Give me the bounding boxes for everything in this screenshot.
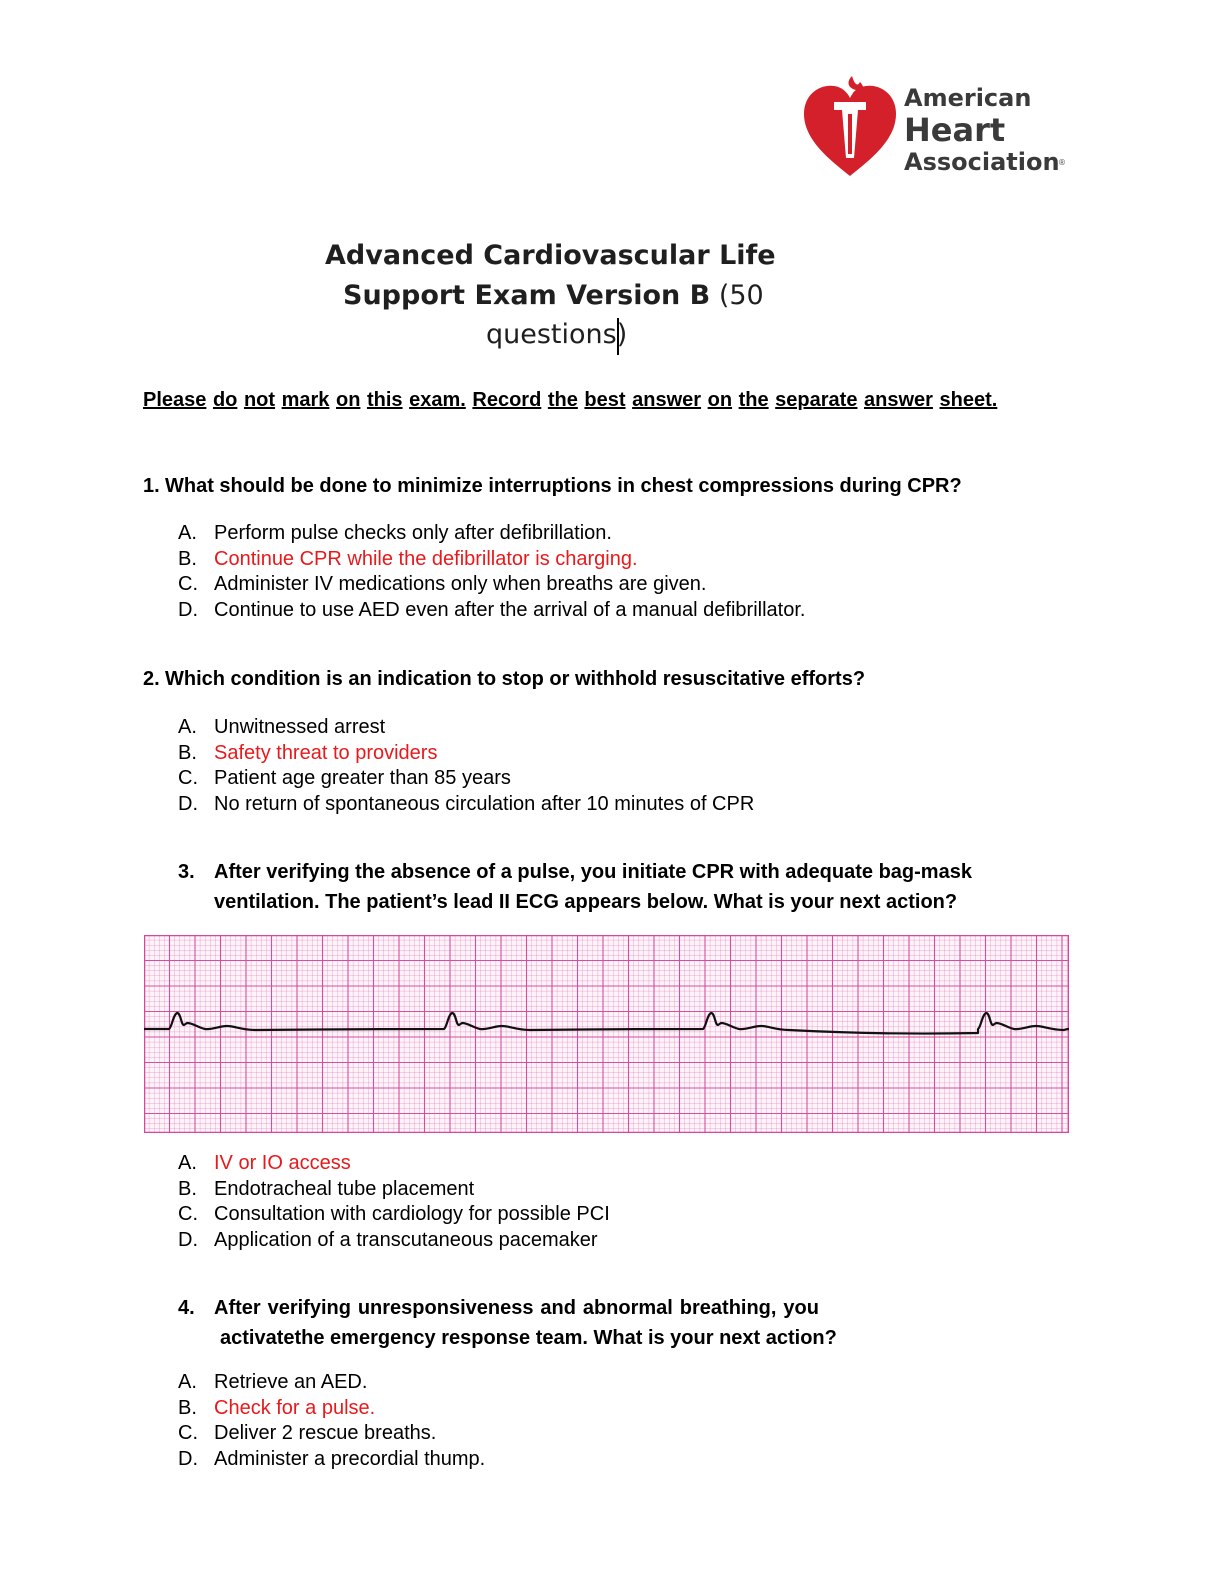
option-letter: A.: [178, 1371, 197, 1393]
question-text: ventilation. The patient’s lead II ECG a…: [214, 891, 958, 913]
exam-title-line1: Advanced Cardiovascular Life: [325, 240, 776, 271]
answer-option: D. No return of spontaneous circulation a…: [178, 792, 754, 817]
option-text: Deliver 2 rescue breaths.: [214, 1422, 437, 1444]
option-letter: C.: [178, 1203, 198, 1225]
option-letter: B.: [178, 548, 197, 570]
instruction-word: this: [366, 389, 403, 411]
question-text: activatethe emergency response team. Wha…: [220, 1327, 837, 1349]
option-text: Patient age greater than 85 years: [214, 767, 511, 789]
instruction-word: mark: [281, 389, 330, 411]
option-letter: D.: [178, 1448, 198, 1470]
answer-option: C. Administer IV medications only when br…: [178, 572, 706, 597]
instruction-word: answer: [864, 389, 933, 411]
answer-option: A. Perform pulse checks only after defibr…: [178, 521, 612, 546]
option-text-correct: IV or IO access: [214, 1152, 351, 1174]
question-text: What should be done to minimize interrup…: [165, 475, 962, 497]
answer-option: C. Deliver 2 rescue breaths.: [178, 1421, 436, 1446]
exam-title-line2: Support Exam Version B (50: [343, 280, 764, 311]
logo-text-heart: Heart: [904, 111, 1006, 149]
logo-text-american: American: [904, 84, 1032, 112]
option-text-correct: Safety threat to providers: [214, 742, 438, 764]
option-text-correct: Continue CPR while the defibrillator is …: [214, 548, 638, 570]
option-letter: A.: [178, 716, 197, 738]
answer-option: C. Patient age greater than 85 years: [178, 766, 511, 791]
option-text: Administer a precordial thump.: [214, 1448, 486, 1470]
instruction-word: exam.: [409, 389, 466, 411]
instruction-word: the: [547, 389, 578, 411]
text-cursor: [617, 318, 619, 355]
option-text: Retrieve an AED.: [214, 1371, 368, 1393]
instruction-word: do: [212, 389, 238, 411]
ecg-trace: [144, 1011, 1069, 1035]
question-number: 3.: [178, 861, 195, 883]
option-text: No return of spontaneous circulation aft…: [214, 793, 755, 815]
exam-version: Support Exam Version B: [343, 280, 711, 311]
option-letter: B.: [178, 742, 197, 764]
option-letter: C.: [178, 1422, 198, 1444]
instruction-word: on: [335, 389, 361, 411]
option-text: Consultation with cardiology for possibl…: [214, 1203, 610, 1225]
option-text: Application of a transcutaneous pacemake…: [214, 1229, 598, 1251]
option-text: Perform pulse checks only after defibril…: [214, 522, 612, 544]
answer-option: B. Endotracheal tube placement: [178, 1177, 474, 1202]
option-letter: C.: [178, 767, 198, 789]
option-text: Endotracheal tube placement: [214, 1178, 475, 1200]
answer-option: B. Safety threat to providers: [178, 741, 437, 766]
option-text: Administer IV medications only when brea…: [214, 573, 707, 595]
option-letter: D.: [178, 599, 198, 621]
instruction-word: answer: [632, 389, 702, 411]
option-letter: A.: [178, 1152, 197, 1174]
answer-option: C. Consultation with cardiology for possi…: [178, 1202, 610, 1227]
exam-title-line3: questions): [486, 319, 628, 350]
instruction-word: not: [243, 389, 276, 411]
instruction-word: sheet.: [939, 389, 998, 411]
registered-mark: ®: [1058, 158, 1066, 167]
instruction-word: best: [584, 389, 626, 411]
heart-torch-icon: [804, 76, 896, 176]
answer-option: D. Application of a transcutaneous pacema…: [178, 1228, 598, 1253]
option-letter: B.: [178, 1397, 197, 1419]
option-letter: C.: [178, 573, 198, 595]
instruction-word: on: [707, 389, 733, 411]
answer-option: D. Administer a precordial thump.: [178, 1447, 485, 1472]
answer-option: A. Unwitnessed arrest: [178, 715, 385, 740]
instruction-word: separate: [775, 389, 858, 411]
aha-logo: American Heart Association ®: [800, 68, 1080, 183]
option-text-correct: Check for a pulse.: [214, 1397, 376, 1419]
instruction-word: Record: [472, 389, 542, 411]
exam-instructions: Please do not mark on this exam. Record …: [143, 389, 997, 412]
question-number: 2.: [143, 668, 160, 690]
exam-question-count: (50: [718, 280, 764, 311]
question-number: 4.: [178, 1297, 195, 1319]
instruction-word: the: [738, 389, 769, 411]
option-letter: D.: [178, 793, 198, 815]
option-text: Unwitnessed arrest: [214, 716, 386, 738]
option-letter: A.: [178, 522, 197, 544]
answer-option: B. Check for a pulse.: [178, 1396, 375, 1421]
question-number: 1.: [143, 475, 160, 497]
answer-option: D. Continue to use AED even after the arr…: [178, 598, 805, 623]
instruction-word: Please: [143, 389, 207, 411]
question-text: Which condition is an indication to stop…: [165, 668, 866, 690]
option-text: Continue to use AED even after the arriv…: [214, 599, 806, 621]
answer-option: A. Retrieve an AED.: [178, 1370, 367, 1395]
logo-text-association: Association: [904, 148, 1060, 176]
question-text: After verifying the absence of a pulse, …: [214, 861, 972, 883]
option-letter: B.: [178, 1178, 197, 1200]
ecg-strip: [144, 935, 1069, 1133]
option-letter: D.: [178, 1229, 198, 1251]
answer-option: B. Continue CPR while the defibrillator i…: [178, 547, 638, 572]
answer-option: A. IV or IO access: [178, 1151, 351, 1176]
